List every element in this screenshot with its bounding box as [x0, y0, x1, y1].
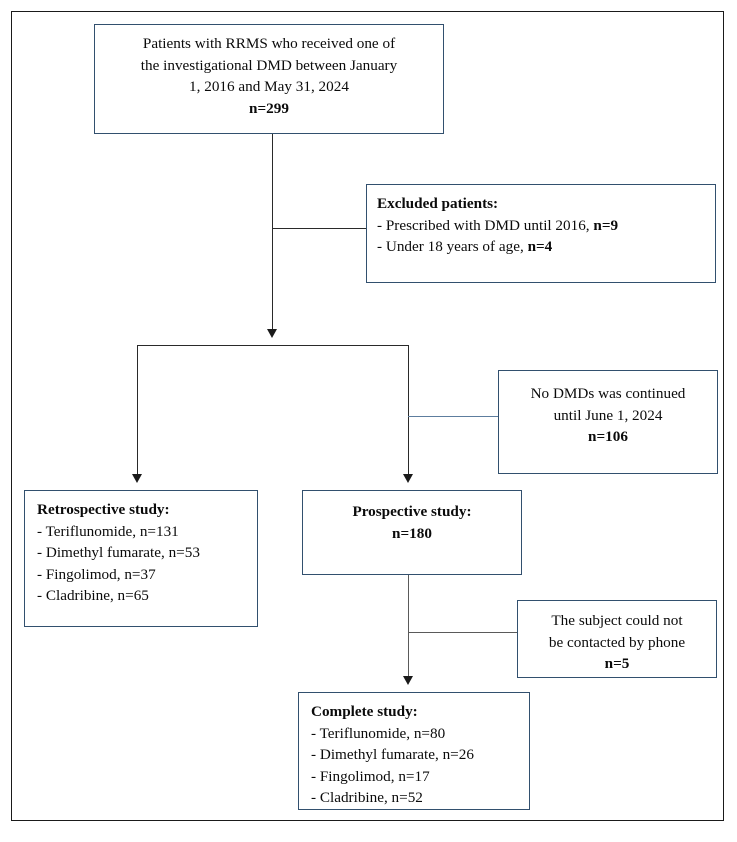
- not-contacted-line-1: The subject could not: [551, 612, 683, 629]
- connector-prospective-trunk: [408, 575, 409, 677]
- retrospective-item-2: - Dimethyl fumarate, n=53: [37, 544, 200, 562]
- arrow-to-prospective: [402, 474, 413, 483]
- excluded-item-1: - Prescribed with DMD until 2016, n=9: [377, 215, 705, 237]
- excluded-item-2-count: n=4: [527, 238, 553, 256]
- node-excluded-patients: Excluded patients: - Prescribed with DMD…: [366, 184, 716, 283]
- complete-item-4: - Cladribine, n=52: [311, 789, 423, 807]
- no-dmds-line-2: until June 1, 2024: [553, 406, 663, 424]
- retrospective-header: Retrospective study:: [37, 501, 170, 518]
- no-dmds-line-1: No DMDs was continued: [530, 385, 686, 402]
- prospective-count: n=180: [392, 524, 432, 542]
- arrow-to-complete: [402, 676, 413, 685]
- excluded-item-2: - Under 18 years of age, n=4: [377, 236, 705, 258]
- connector-split-right-leg: [408, 345, 409, 475]
- complete-item-2: - Dimethyl fumarate, n=26: [311, 746, 474, 764]
- connector-split-bar: [137, 345, 408, 346]
- arrow-enrolled-to-split: [266, 329, 277, 338]
- complete-item-3: - Fingolimod, n=17: [311, 767, 430, 785]
- arrow-to-retrospective: [131, 474, 142, 483]
- enrolled-count: n=299: [249, 99, 289, 117]
- retrospective-item-3: - Fingolimod, n=37: [37, 565, 156, 583]
- not-contacted-line-2: be contacted by phone: [548, 633, 686, 651]
- node-no-dmds-continued: No DMDs was continued until June 1, 2024…: [498, 370, 718, 474]
- connector-split-left-leg: [137, 345, 138, 475]
- enrolled-line-1: Patients with RRMS who received one of: [142, 35, 396, 52]
- prospective-header: Prospective study:: [352, 503, 472, 520]
- node-not-contacted: The subject could not be contacted by ph…: [517, 600, 717, 678]
- retrospective-item-4: - Cladribine, n=65: [37, 587, 149, 605]
- connector-to-no-dmds: [408, 416, 498, 417]
- excluded-item-2-text: - Under 18 years of age,: [377, 238, 528, 256]
- enrolled-line-3: 1, 2016 and May 31, 2024: [189, 78, 349, 96]
- node-complete-study: Complete study: - Teriflunomide, n=80 - …: [298, 692, 530, 810]
- no-dmds-count: n=106: [588, 428, 628, 446]
- retrospective-item-1: - Teriflunomide, n=131: [37, 522, 179, 540]
- connector-to-not-contacted: [408, 632, 517, 633]
- complete-item-1: - Teriflunomide, n=80: [311, 724, 446, 742]
- excluded-header: Excluded patients:: [377, 195, 499, 212]
- excluded-item-1-count: n=9: [593, 216, 619, 234]
- excluded-item-1-text: - Prescribed with DMD until 2016,: [377, 216, 594, 234]
- complete-header: Complete study:: [311, 703, 418, 720]
- connector-to-excluded: [272, 228, 366, 229]
- connector-enrolled-trunk: [272, 134, 273, 330]
- node-enrolled-patients: Patients with RRMS who received one of t…: [94, 24, 444, 134]
- enrolled-line-2: the investigational DMD between January: [140, 56, 398, 74]
- node-retrospective-study: Retrospective study: - Teriflunomide, n=…: [24, 490, 258, 627]
- node-prospective-study: Prospective study: n=180: [302, 490, 522, 575]
- not-contacted-count: n=5: [604, 655, 630, 673]
